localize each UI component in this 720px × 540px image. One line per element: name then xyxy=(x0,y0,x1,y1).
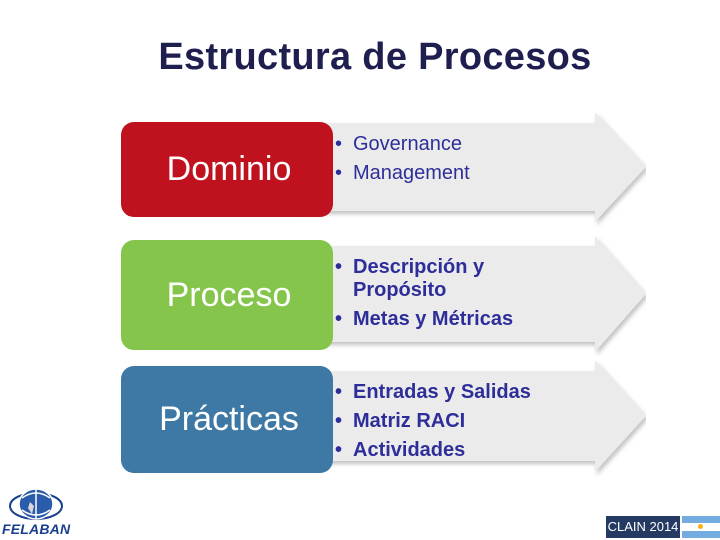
practicas-label: Prácticas xyxy=(159,400,299,438)
felaban-globe-logo-icon xyxy=(9,488,63,520)
proceso-bullet-list: Descripción y Propósito Metas y Métricas xyxy=(333,256,543,331)
dominio-bullet-list: Governance Management xyxy=(333,130,470,188)
bullet-item: Descripción y Propósito xyxy=(333,256,543,302)
proceso-box: Proceso xyxy=(121,240,333,350)
bullet-item: Metas y Métricas xyxy=(333,308,543,331)
argentina-flag-icon xyxy=(682,516,720,538)
slide-title: Estructura de Procesos xyxy=(158,36,592,78)
bullet-item: Entradas y Salidas xyxy=(333,378,531,407)
dominio-box: Dominio xyxy=(121,122,333,217)
practicas-box: Prácticas xyxy=(121,366,333,473)
bullet-item: Actividades xyxy=(333,436,531,465)
bullet-item: Management xyxy=(333,159,470,188)
event-badge: CLAIN 2014 xyxy=(606,516,680,538)
practicas-bullet-list: Entradas y Salidas Matriz RACI Actividad… xyxy=(333,378,531,465)
felaban-logo-text: FELABAN xyxy=(2,521,71,537)
bullet-item: Governance xyxy=(333,130,470,159)
dominio-label: Dominio xyxy=(166,150,292,188)
proceso-label: Proceso xyxy=(166,275,292,314)
bullet-item: Matriz RACI xyxy=(333,407,531,436)
